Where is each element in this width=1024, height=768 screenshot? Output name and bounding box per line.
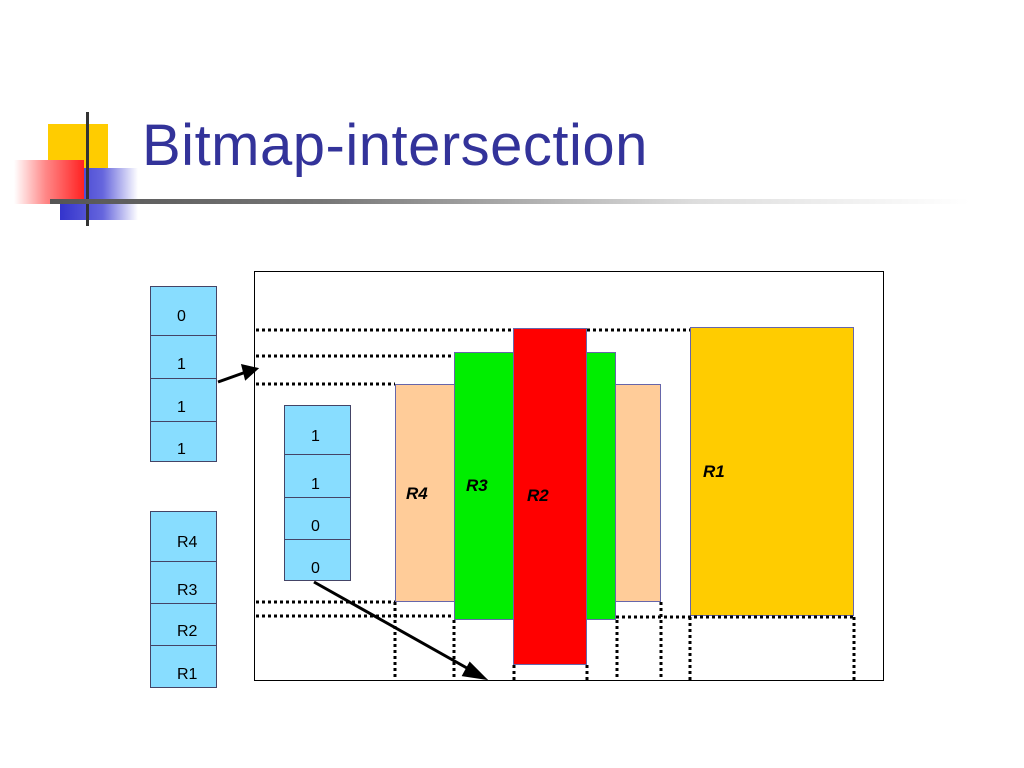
bitmap-mid-cell: 0	[284, 539, 351, 581]
deco-red-bar	[14, 160, 84, 204]
bitmap-mid-cell: 1	[284, 454, 351, 498]
rule-list-cell: R2	[150, 603, 217, 646]
rule-rect-r2	[513, 328, 587, 665]
arrow-top-head	[240, 363, 260, 381]
bitmap-mid-cell: 0	[284, 497, 351, 540]
bitmap-top-cell: 1	[150, 378, 217, 422]
arrow-top-shaft	[217, 370, 247, 384]
rule-list-cell: R1	[150, 645, 217, 688]
title-underline	[50, 199, 970, 204]
rect-label-r4: R4	[406, 484, 428, 503]
rule-rect-r1	[690, 327, 854, 616]
bitmap-top-cell: 1	[150, 421, 217, 462]
arrow-bottom-head	[461, 661, 489, 681]
bitmap-top-cell: 1	[150, 335, 217, 379]
slide-title: Bitmap-intersection	[142, 113, 648, 178]
arrow-bottom-shaft	[313, 580, 475, 674]
rect-label-r3: R3	[466, 476, 488, 495]
bitmap-mid-cell: 1	[284, 405, 351, 455]
rect-label-r2: R2	[527, 486, 549, 505]
rule-list-cell: R3	[150, 561, 217, 604]
rule-list-cell: R4	[150, 511, 217, 562]
rect-label-r1: R1	[703, 462, 725, 481]
deco-vertical-line	[86, 112, 89, 226]
